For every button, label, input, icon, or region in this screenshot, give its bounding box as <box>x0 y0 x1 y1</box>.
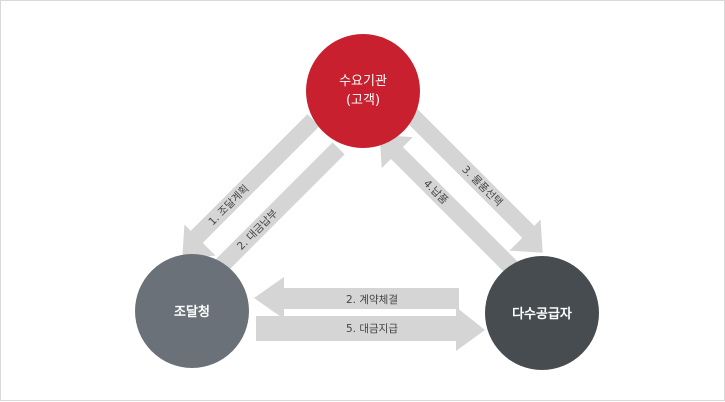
arrow-payment-label: 5. 대금지급 <box>346 323 398 335</box>
node-multiple-suppliers-circle <box>485 256 599 370</box>
node-demand-agency-sublabel: (고객) <box>346 93 380 108</box>
node-demand-agency-label: 수요기관 <box>339 74 387 89</box>
node-procurement-service-circle <box>135 254 249 368</box>
arrow-payment-deposit-label: 2. 대금납부 <box>235 207 280 252</box>
node-multiple-suppliers-label: 다수공급자 <box>512 306 572 322</box>
arrow-payment-shape <box>256 307 485 351</box>
arrow-contract-shape <box>254 277 459 319</box>
node-demand-agency-circle <box>306 34 420 148</box>
arrow-procurement-plan-label: 1. 조달계획 <box>206 183 251 228</box>
node-multiple-suppliers: 다수공급자 <box>485 256 599 370</box>
node-procurement-service-label: 조달청 <box>174 304 210 320</box>
node-demand-agency: 수요기관 (고객) <box>306 34 420 148</box>
arrow-payment-deposit-shape <box>205 142 345 282</box>
arrow-delivery-shape <box>379 134 520 276</box>
arrow-product-selection-label: 3. 물품선택 <box>459 164 504 209</box>
arrow-product-selection-shape <box>405 109 543 253</box>
arrow-contract: 2. 계약체결 <box>254 277 459 319</box>
arrow-procurement-plan-shape <box>182 114 320 258</box>
arrow-payment: 5. 대금지급 <box>256 307 485 351</box>
node-procurement-service: 조달청 <box>135 254 249 368</box>
arrow-contract-label: 2. 계약체결 <box>346 294 398 306</box>
